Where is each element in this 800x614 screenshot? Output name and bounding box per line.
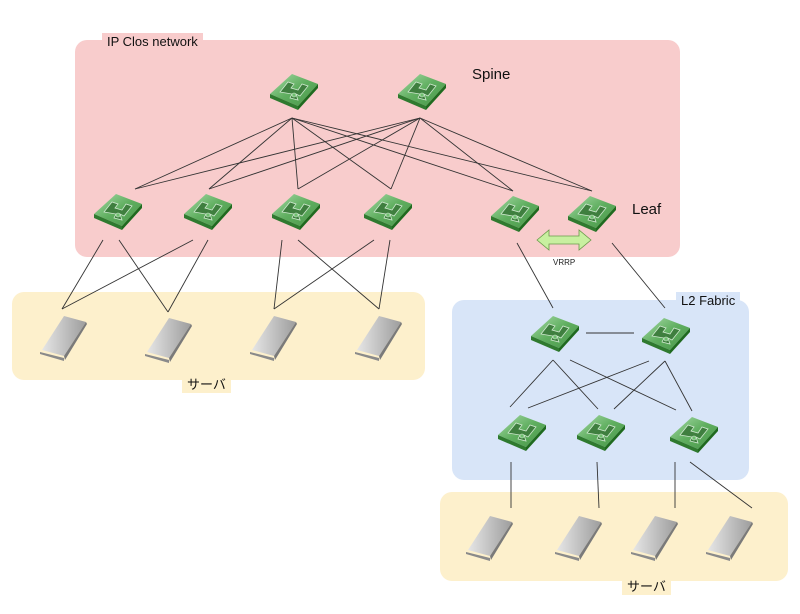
link [167,239,209,313]
link [689,461,753,509]
link [118,239,169,313]
link [596,461,600,509]
link [552,359,599,410]
link [664,360,693,412]
link [291,117,299,190]
links [61,117,753,509]
l2-switch-icon[interactable] [497,414,547,452]
link [291,117,593,192]
link [419,117,593,192]
leaf-switch-icon[interactable] [93,193,143,231]
servers-left-label: サーバ [182,376,231,393]
leaf-switch-icon[interactable] [363,193,413,231]
l2-switch-icon[interactable] [576,414,626,452]
l2-fabric-label: L2 Fabric [676,292,741,309]
vrrp-label: VRRP [553,258,576,267]
link [134,117,421,190]
l2-switch-icon[interactable] [530,315,580,353]
leaf-label: Leaf [632,201,662,218]
link [527,360,650,409]
leaf-switch-icon[interactable] [567,195,617,233]
servers-right-label: サーバ [622,578,671,595]
leaf-switch-icon[interactable] [490,195,540,233]
ip-clos-label: IP Clos network [102,33,203,50]
link [291,117,392,190]
server-icon[interactable] [555,516,602,561]
link [297,117,421,190]
server-icon[interactable] [355,316,402,361]
leaf-switch-icon[interactable] [183,193,233,231]
l2-switch-icon[interactable] [641,317,691,355]
spine-label: Spine [472,66,511,83]
server-icon[interactable] [631,516,678,561]
server-icon[interactable] [145,318,192,363]
link [509,359,554,408]
link [569,359,677,411]
link [61,239,194,310]
link [273,239,375,310]
link [208,117,421,190]
server-icon[interactable] [706,516,753,561]
l2-switch-icon[interactable] [669,416,719,454]
link [297,239,380,310]
leaf-switch-icon[interactable] [271,193,321,231]
spine-switch-icon[interactable] [269,73,319,111]
server-icon[interactable] [466,516,513,561]
link [419,117,514,192]
vrrp-arrow-icon [536,229,592,251]
link [611,242,666,309]
link [516,242,554,309]
link [390,117,421,190]
link [378,239,391,310]
servers-left-zone [12,292,425,380]
link [61,239,104,310]
link [134,117,293,190]
link [613,360,666,410]
link [291,117,514,192]
server-icon[interactable] [250,316,297,361]
server-icon[interactable] [40,316,87,361]
link [208,117,293,190]
spine-switch-icon[interactable] [397,73,447,111]
link [273,239,283,310]
